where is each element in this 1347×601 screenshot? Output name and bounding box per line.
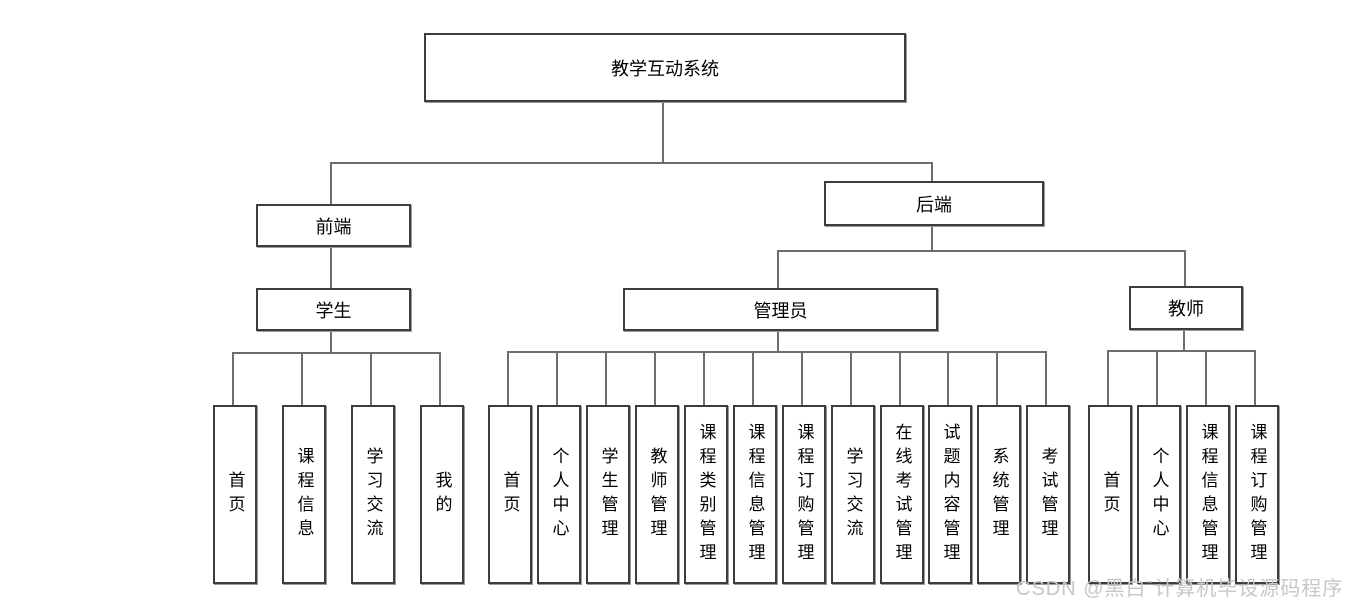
node-admin-personal-center-label: 个人中心 xyxy=(549,446,569,543)
connector-admin-leaf-drop xyxy=(752,351,754,405)
node-student-course-info: 课程信息 xyxy=(282,405,326,584)
connector-teacher-drop xyxy=(1184,250,1186,287)
node-admin-teacher-mgmt-label: 教师管理 xyxy=(647,446,667,543)
node-admin-exam-mgmt-label: 考试管理 xyxy=(1038,446,1058,543)
node-admin-course-order-mgmt-label: 课程订购管理 xyxy=(794,422,814,567)
node-admin-course-category-mgmt: 课程类别管理 xyxy=(684,405,728,584)
node-admin-study-exchange: 学习交流 xyxy=(831,405,875,584)
connector-student-horizontal xyxy=(232,352,441,354)
connector-admin-leaf-drop xyxy=(556,351,558,405)
node-admin-home: 首页 xyxy=(488,405,532,584)
connector-backend-stem xyxy=(931,222,933,252)
node-teacher-personal-center: 个人中心 xyxy=(1137,405,1181,584)
connector-student-leaf-drop xyxy=(301,352,303,405)
node-teacher-label: 教师 xyxy=(1168,299,1204,319)
node-admin-home-label: 首页 xyxy=(500,470,520,519)
connector-admin-leaf-drop xyxy=(605,351,607,405)
connector-teacher-leaf-drop xyxy=(1156,350,1158,405)
node-admin: 管理员 xyxy=(623,288,938,331)
connector-level1-horizontal xyxy=(330,162,933,164)
connector-admin-leaf-drop xyxy=(507,351,509,405)
connector-admin-leaf-drop xyxy=(947,351,949,405)
node-student-home: 首页 xyxy=(213,405,257,584)
connector-teacher-leaf-drop xyxy=(1254,350,1256,405)
connector-root-stem xyxy=(662,98,664,164)
node-admin-exam-mgmt: 考试管理 xyxy=(1026,405,1070,584)
connector-frontend-student xyxy=(330,243,332,289)
node-admin-study-exchange-label: 学习交流 xyxy=(843,446,863,543)
connector-student-leaf-drop xyxy=(232,352,234,405)
node-student-course-info-label: 课程信息 xyxy=(294,446,314,543)
connector-teacher-horizontal xyxy=(1107,350,1256,352)
node-admin-student-mgmt-label: 学生管理 xyxy=(598,446,618,543)
node-teacher-home: 首页 xyxy=(1088,405,1132,584)
connector-frontend-drop xyxy=(330,162,332,206)
node-student-study-exchange: 学习交流 xyxy=(351,405,395,584)
connector-student-leaf-drop xyxy=(439,352,441,405)
node-frontend-label: 前端 xyxy=(315,216,352,237)
node-admin-teacher-mgmt: 教师管理 xyxy=(635,405,679,584)
node-admin-personal-center: 个人中心 xyxy=(537,405,581,584)
connector-admin-stem xyxy=(777,326,779,352)
connector-admin-leaf-drop xyxy=(654,351,656,405)
node-student-home-label: 首页 xyxy=(225,470,245,519)
node-teacher-course-info-mgmt-label: 课程信息管理 xyxy=(1198,422,1218,567)
node-admin-online-exam-mgmt: 在线考试管理 xyxy=(880,405,924,584)
node-teacher-course-info-mgmt: 课程信息管理 xyxy=(1186,405,1230,584)
node-student-mine: 我的 xyxy=(420,405,464,584)
connector-admin-drop xyxy=(777,250,779,289)
node-system-root-label: 教学互动系统 xyxy=(611,58,719,79)
node-backend-label: 后端 xyxy=(916,194,952,215)
node-admin-course-info-mgmt: 课程信息管理 xyxy=(733,405,777,584)
node-admin-label: 管理员 xyxy=(753,300,808,321)
node-admin-question-content-mgmt: 试题内容管理 xyxy=(928,405,972,584)
node-teacher-course-order-mgmt-label: 课程订购管理 xyxy=(1247,422,1267,567)
node-student: 学生 xyxy=(256,288,411,331)
node-admin-student-mgmt: 学生管理 xyxy=(586,405,630,584)
node-admin-question-content-mgmt-label: 试题内容管理 xyxy=(940,422,960,567)
node-admin-system-mgmt: 系统管理 xyxy=(977,405,1021,584)
node-system-root: 教学互动系统 xyxy=(424,33,906,102)
connector-teacher-leaf-drop xyxy=(1205,350,1207,405)
connector-admin-horizontal xyxy=(507,351,1047,353)
connector-admin-leaf-drop xyxy=(850,351,852,405)
node-student-study-exchange-label: 学习交流 xyxy=(363,446,383,543)
node-teacher: 教师 xyxy=(1129,286,1243,330)
node-admin-course-order-mgmt: 课程订购管理 xyxy=(782,405,826,584)
connector-student-stem xyxy=(330,326,332,353)
connector-teacher-leaf-drop xyxy=(1107,350,1109,405)
connector-admin-leaf-drop xyxy=(1045,351,1047,405)
node-teacher-personal-center-label: 个人中心 xyxy=(1149,446,1169,543)
node-admin-system-mgmt-label: 系统管理 xyxy=(989,446,1009,543)
connector-student-leaf-drop xyxy=(370,352,372,405)
connector-admin-leaf-drop xyxy=(703,351,705,405)
node-teacher-course-order-mgmt: 课程订购管理 xyxy=(1235,405,1279,584)
connector-backend-drop xyxy=(931,162,933,182)
node-student-mine-label: 我的 xyxy=(432,470,452,519)
node-frontend: 前端 xyxy=(256,204,411,247)
node-teacher-home-label: 首页 xyxy=(1100,470,1120,519)
connector-teacher-stem xyxy=(1183,324,1185,351)
connector-admin-leaf-drop xyxy=(996,351,998,405)
node-student-label: 学生 xyxy=(315,300,352,321)
node-admin-online-exam-mgmt-label: 在线考试管理 xyxy=(892,422,912,567)
connector-admin-leaf-drop xyxy=(899,351,901,405)
node-backend: 后端 xyxy=(824,181,1044,226)
connector-level2-horizontal xyxy=(777,250,1186,252)
node-admin-course-category-mgmt-label: 课程类别管理 xyxy=(696,422,716,567)
node-admin-course-info-mgmt-label: 课程信息管理 xyxy=(745,422,765,567)
connector-admin-leaf-drop xyxy=(801,351,803,405)
